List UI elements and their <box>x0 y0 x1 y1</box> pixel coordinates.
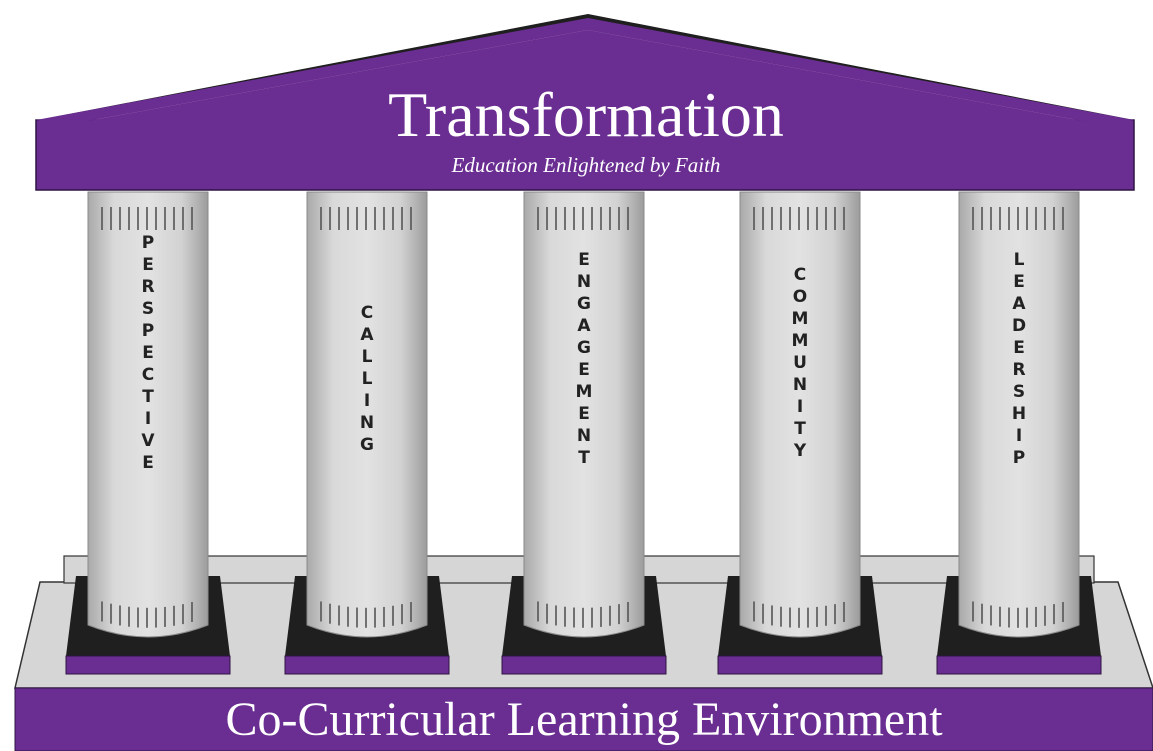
roof-slope-left <box>36 18 588 126</box>
pillar-letter: G <box>360 435 374 455</box>
pillar-letter: G <box>577 338 591 358</box>
roof-gable-fill <box>60 30 1110 126</box>
pillar-letter: E <box>578 250 590 270</box>
pillar-letter: M <box>576 382 593 402</box>
pillar-letter: P <box>1013 448 1025 468</box>
pillar-letter: M <box>792 309 809 329</box>
pillar-letter: E <box>142 343 154 363</box>
pillar-letter: S <box>142 299 154 319</box>
pillar-letter: C <box>794 265 806 285</box>
pillar-letter: L <box>362 347 373 367</box>
pillar-base-strip <box>501 655 667 675</box>
foundation-band <box>14 687 1153 751</box>
pillar-letter: A <box>1012 294 1026 314</box>
pillar-letter: A <box>360 325 374 345</box>
pillar-letter: P <box>142 321 154 341</box>
pillar-letter: V <box>141 431 155 451</box>
pillar-shaft <box>739 191 861 638</box>
pillar-letter: E <box>578 404 590 424</box>
pillar-letter: E <box>1013 338 1025 358</box>
pillar-letter: I <box>1016 426 1022 446</box>
pillars-layer: PERSPECTIVECALLINGENGAGEMENTCOMMUNITYLEA… <box>65 191 1102 675</box>
pillar-shaft <box>523 191 645 638</box>
pillar-letter: S <box>1013 382 1025 402</box>
pillar-letter: E <box>1013 272 1025 292</box>
pillar-letter: C <box>361 303 373 323</box>
pillar-base-strip <box>284 655 450 675</box>
pillar-letter: L <box>362 369 373 389</box>
pillar-shaft <box>958 191 1080 638</box>
pillar-letter: E <box>142 255 154 275</box>
pillar-base-strip <box>717 655 883 675</box>
pillar-letter: R <box>141 277 154 297</box>
pillar-letter: I <box>145 409 151 429</box>
roof-slope-right <box>588 18 1134 126</box>
pillar-shaft <box>87 191 209 638</box>
pillar-letter: R <box>1012 360 1025 380</box>
pillar-letter: M <box>792 331 809 351</box>
roof-subtitle: Education Enlightened by Faith <box>451 153 721 177</box>
pillar-letter: C <box>142 365 154 385</box>
pillar-letter: I <box>797 397 803 417</box>
pillar-letter: O <box>793 287 807 307</box>
pillar-base-strip <box>936 655 1102 675</box>
pillar-letter: N <box>360 413 374 433</box>
pillar-letter: N <box>793 375 807 395</box>
pillar-letter: D <box>1012 316 1026 336</box>
pillar-letter: P <box>142 233 154 253</box>
roof-title: Transformation <box>388 79 784 150</box>
pillar-letter: T <box>578 448 590 468</box>
pillar-letter: E <box>578 360 590 380</box>
pillar-letter: N <box>577 426 591 446</box>
pillar-shaft <box>306 191 428 638</box>
pillar-letter: G <box>577 294 591 314</box>
pillar-letter: I <box>364 391 370 411</box>
pillar-letter: L <box>1014 250 1025 270</box>
pillar-letter: Y <box>793 441 807 461</box>
pillar-letter: H <box>1012 404 1026 424</box>
pillar-letter: E <box>142 453 154 473</box>
pillar-letter: T <box>142 387 154 407</box>
pillar-base-strip <box>65 655 231 675</box>
pillar-letter: U <box>793 353 807 373</box>
foundation-label: Co-Curricular Learning Environment <box>225 693 943 746</box>
pillar-letter: A <box>577 316 591 336</box>
pillar-letter: N <box>577 272 591 292</box>
pillar-letter: T <box>794 419 806 439</box>
